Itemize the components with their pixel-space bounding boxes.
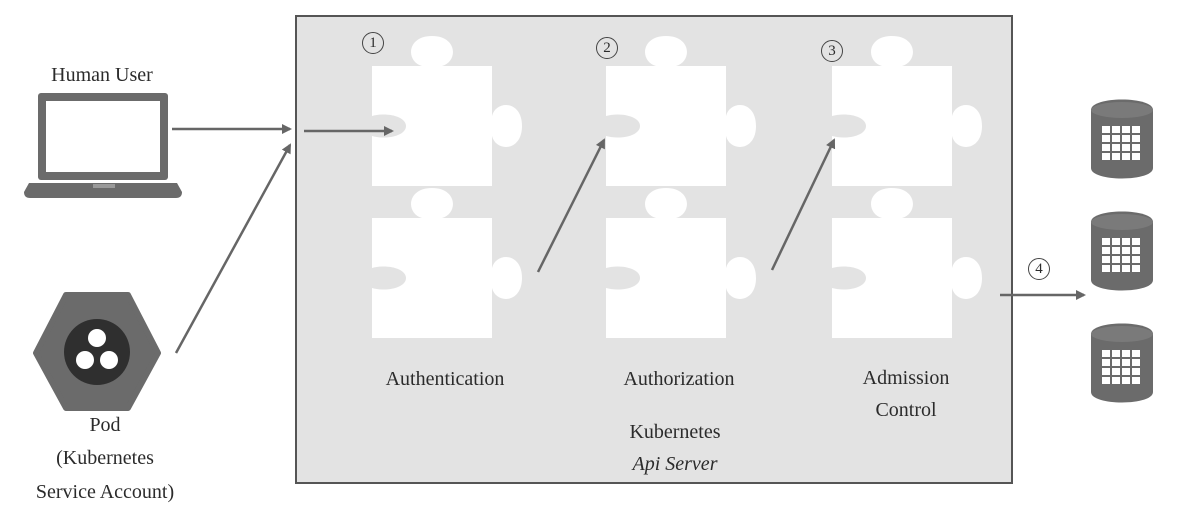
step-number-2: 2 — [596, 37, 618, 59]
pod-hexagon-icon — [33, 292, 161, 411]
arrow-authn-to-authz — [536, 138, 606, 273]
step-number-1: 1 — [362, 32, 384, 54]
step-number-4: 4 — [1028, 258, 1050, 280]
database-icon — [1091, 99, 1153, 403]
arrow-authz-to-admission — [770, 138, 836, 271]
authorization-label: Authorization — [623, 368, 735, 390]
pod-label-line-3: Service Account) — [35, 481, 175, 503]
step-number-3: 3 — [821, 40, 843, 62]
laptop-icon — [24, 93, 182, 198]
pod-label-line-1: Pod — [89, 414, 121, 436]
human-user-label: Human User — [51, 64, 153, 86]
pod-label-line-2: (Kubernetes — [56, 447, 154, 469]
admission-control-label-line-2: Control — [875, 399, 937, 421]
server-name-line-2: Api Server — [632, 453, 718, 475]
authentication-label: Authentication — [385, 368, 505, 390]
admission-control-label-line-1: Admission — [862, 367, 950, 389]
server-name-line-1: Kubernetes — [629, 421, 721, 443]
arrow-pod-to-server — [174, 143, 292, 354]
